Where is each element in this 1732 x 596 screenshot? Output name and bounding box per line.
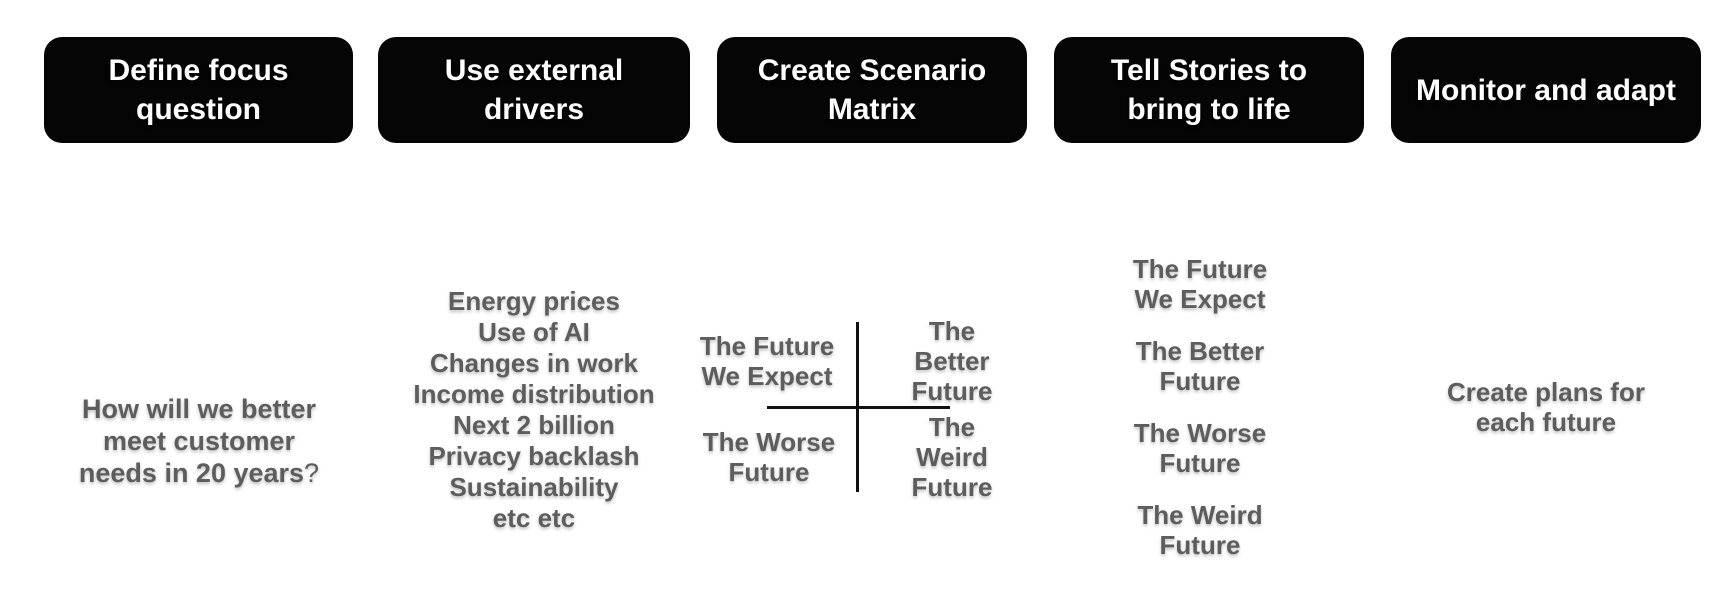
step-label: Use external drivers	[444, 54, 624, 126]
step-box-create-scenario-matrix: Create Scenario Matrix	[717, 37, 1027, 143]
scenario-matrix: The Future We Expect The Better Future T…	[690, 310, 1040, 510]
step-label: Tell Stories to bring to life	[1110, 54, 1308, 126]
matrix-horizontal-axis-line	[767, 406, 950, 409]
step-box-monitor-and-adapt: Monitor and adapt	[1391, 37, 1701, 143]
step-label: Create Scenario Matrix	[757, 54, 987, 126]
driver-item: etc etc	[492, 503, 576, 533]
step-box-define-focus-question: Define focus question	[44, 37, 353, 143]
driver-item: Use of AI	[478, 317, 590, 347]
future-item: The Worse Future	[1133, 418, 1267, 478]
driver-item: Privacy backlash	[428, 441, 640, 471]
driver-item: Income distribution	[413, 379, 655, 409]
future-item: The Weird Future	[1137, 500, 1263, 560]
focus-question-mark: ?	[304, 458, 320, 488]
future-item: The Future We Expect	[1132, 254, 1268, 314]
step-box-tell-stories: Tell Stories to bring to life	[1054, 37, 1364, 143]
driver-item: Changes in work	[429, 348, 639, 378]
step-label: Monitor and adapt	[1416, 73, 1676, 107]
focus-question-main: How will we better meet customer needs i…	[78, 394, 317, 488]
matrix-quadrant-better-future: The Better Future	[911, 316, 993, 406]
driver-item: Sustainability	[449, 472, 619, 502]
plans-text: Create plans for each future	[1447, 377, 1645, 437]
driver-item: Next 2 billion	[453, 410, 615, 440]
matrix-quadrant-worse-future: The Worse Future	[702, 427, 836, 487]
step-box-use-external-drivers: Use external drivers	[378, 37, 690, 143]
matrix-quadrant-future-we-expect: The Future We Expect	[699, 331, 835, 391]
focus-question-text: How will we better meet customer needs i…	[44, 361, 354, 489]
step-label: Define focus question	[108, 54, 289, 126]
driver-item: Energy prices	[448, 286, 620, 316]
future-item: The Better Future	[1135, 336, 1265, 396]
matrix-quadrant-weird-future: The Weird Future	[911, 412, 993, 502]
